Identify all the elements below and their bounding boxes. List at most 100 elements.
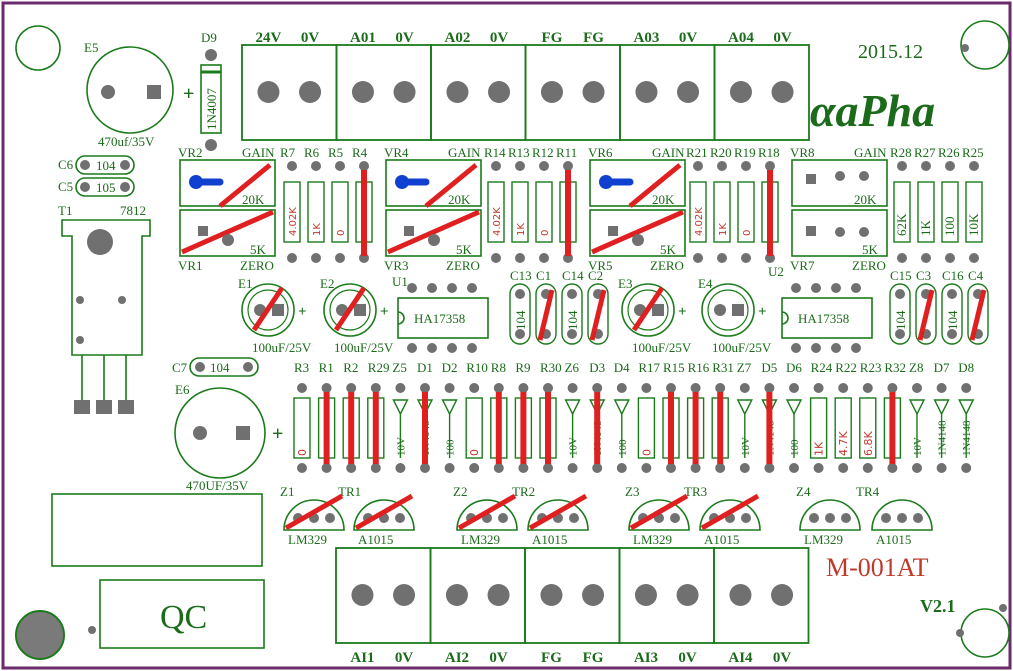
ceramic-cap-ref: C3 [916, 268, 931, 283]
transistor-ref: TR2 [512, 484, 535, 499]
zener-ref: Z4 [796, 484, 811, 499]
terminal-screw-pad [677, 81, 700, 103]
pad [567, 329, 577, 339]
vr-gain-label: GAIN [854, 145, 887, 160]
pad [715, 463, 726, 473]
qc-label: QC [160, 599, 207, 636]
ceramic-cap-body [561, 283, 583, 345]
row-part-ref: R24 [811, 360, 833, 375]
e6-ref: E6 [175, 382, 190, 397]
pad [835, 227, 845, 237]
red-jumper [218, 163, 272, 208]
pad [887, 383, 898, 393]
pad [765, 161, 775, 171]
trimmer-zero [385, 209, 482, 257]
red-jumper [969, 289, 987, 341]
pad [311, 253, 321, 263]
vr-zero-label: ZERO [650, 258, 684, 273]
ceramic-cap-value: 104 [945, 310, 960, 330]
ceramic-cap-value: 104 [565, 310, 580, 330]
pin-pad [831, 343, 841, 353]
row-part-value: 100 [789, 439, 801, 456]
cap-value: 100uF/25V [712, 340, 772, 355]
pad [789, 463, 799, 473]
terminal-screw-pad [257, 81, 280, 103]
resistor-ref: R26 [938, 145, 960, 160]
terminal-screw-pad [540, 81, 563, 103]
to92-outline [527, 499, 589, 531]
resistor-ref: R21 [686, 145, 708, 160]
pad [652, 304, 664, 316]
terminal-screw-pad [351, 584, 374, 606]
terminal-label: FG [583, 650, 604, 666]
pad [515, 329, 525, 339]
row-part-value: 1K [813, 441, 826, 456]
pin-pad [467, 343, 477, 353]
vr-value-20k: 20K [854, 192, 877, 207]
resistor-body [465, 397, 483, 459]
fiducial-br1 [999, 604, 1007, 612]
terminal-label: AI3 [634, 650, 658, 666]
pad [539, 253, 549, 263]
resistor-ref: R18 [758, 145, 780, 160]
c7-value: 104 [210, 360, 230, 375]
resistor-ref: R7 [280, 145, 296, 160]
pad [335, 161, 345, 171]
terminal-label: 0V [490, 30, 509, 46]
red-jumper [333, 286, 367, 332]
resistor-ref: R25 [962, 145, 984, 160]
resistor-body [331, 181, 349, 243]
ic-notch [397, 311, 405, 325]
pad [346, 463, 357, 473]
row-part-value: 1N4148 [961, 420, 973, 456]
pad [897, 513, 907, 523]
pad [739, 383, 750, 393]
cap-outline [241, 283, 295, 337]
d9-value: 1N4007 [204, 88, 219, 130]
row-part-ref: R2 [343, 360, 358, 375]
terminal-label: A01 [350, 30, 376, 46]
terminal-screw-pad [487, 584, 510, 606]
resistor-value: 4.02K [492, 207, 503, 236]
e6-value: 470UF/35V [186, 478, 249, 493]
pad [297, 463, 307, 473]
board-version: V2.1 [920, 596, 956, 616]
red-jumper [917, 289, 935, 341]
terminal-label: 0V [773, 650, 792, 666]
transistor-part: LM329 [633, 532, 672, 547]
resistor-body [689, 181, 707, 243]
fiducial-bl [88, 626, 96, 634]
resistor-body [637, 397, 656, 459]
resistor-value: 1K [918, 220, 933, 237]
row-part-ref: R22 [835, 360, 857, 375]
fiducial-top [961, 44, 969, 52]
pad [693, 161, 703, 171]
pad [714, 304, 726, 316]
pin-pad [811, 343, 821, 353]
vr-label-bottom: VR7 [790, 258, 815, 273]
terminal-screw-pad [729, 584, 752, 606]
terminal-screw-pad [351, 81, 374, 103]
pad [632, 234, 644, 246]
red-jumper [528, 493, 588, 531]
pad [404, 226, 414, 236]
pad [498, 513, 508, 523]
pad [862, 463, 873, 473]
resistor-value: 0 [742, 230, 753, 236]
diode-symbol [785, 399, 803, 416]
transistor-ref: TR1 [338, 484, 361, 499]
vr-gain-label: GAIN [242, 145, 275, 160]
component-row: R30R1R2R29Z510VD11N4148D2100R100R8R9R30Z… [293, 360, 975, 473]
ceramic-cap-ref: C4 [968, 268, 984, 283]
cap-polarity: + [298, 304, 307, 320]
ic-notch [781, 311, 789, 325]
pin-pad [811, 283, 821, 293]
pad [666, 463, 676, 473]
row-part-value: 1N4148 [937, 420, 949, 456]
cap-inner [247, 289, 289, 331]
pad [913, 513, 923, 523]
ceramic-cap-value: 104 [893, 310, 908, 330]
pad [428, 234, 440, 246]
